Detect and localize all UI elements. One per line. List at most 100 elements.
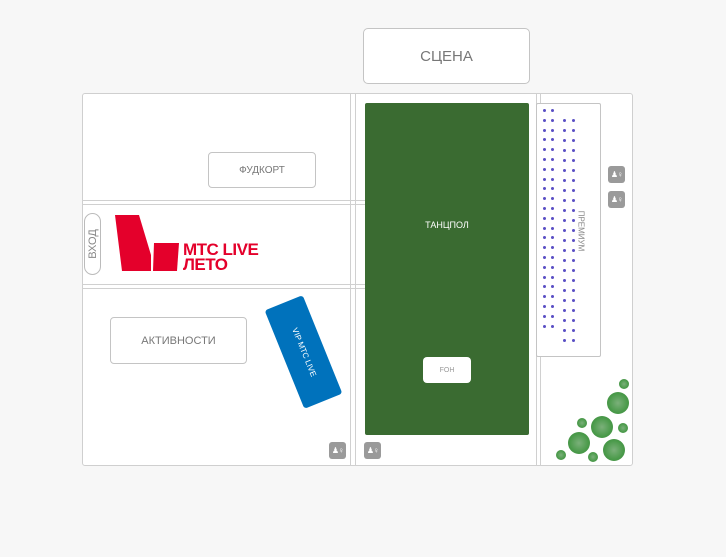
- seat[interactable]: [543, 197, 546, 201]
- seat[interactable]: [543, 295, 546, 299]
- seat[interactable]: [551, 216, 554, 220]
- seat[interactable]: [563, 269, 566, 272]
- seat[interactable]: [563, 259, 566, 262]
- seat[interactable]: [572, 159, 575, 162]
- seat[interactable]: [572, 209, 575, 212]
- seat[interactable]: [563, 159, 566, 162]
- seat[interactable]: [563, 129, 566, 132]
- seat[interactable]: [572, 239, 575, 242]
- seat[interactable]: [543, 226, 546, 230]
- seat[interactable]: [572, 259, 575, 262]
- seat[interactable]: [572, 289, 575, 292]
- seat[interactable]: [572, 139, 575, 142]
- seat[interactable]: [563, 339, 566, 342]
- seat[interactable]: [551, 118, 554, 122]
- seat[interactable]: [543, 265, 546, 269]
- toilet-icon[interactable]: ♟♀: [329, 442, 346, 459]
- seat[interactable]: [551, 128, 554, 132]
- seat[interactable]: [572, 119, 575, 122]
- foh-zone[interactable]: FOH: [423, 357, 471, 383]
- seat[interactable]: [563, 189, 566, 192]
- entry-zone[interactable]: ВХОД: [84, 213, 101, 275]
- seat[interactable]: [543, 158, 546, 161]
- seat[interactable]: [572, 229, 575, 232]
- seat[interactable]: [563, 219, 566, 222]
- seat[interactable]: [572, 309, 575, 312]
- seat[interactable]: [543, 148, 546, 152]
- seat[interactable]: [551, 187, 554, 191]
- seat[interactable]: [572, 199, 575, 202]
- seat[interactable]: [572, 149, 575, 152]
- seat[interactable]: [543, 305, 546, 308]
- seat[interactable]: [572, 169, 575, 172]
- seat[interactable]: [551, 177, 554, 181]
- seat[interactable]: [563, 209, 566, 212]
- seat[interactable]: [543, 118, 546, 122]
- seat[interactable]: [551, 207, 554, 210]
- premium-zone[interactable]: ПРЕМИУМ: [536, 103, 601, 357]
- seat[interactable]: [572, 329, 575, 332]
- seat[interactable]: [572, 339, 575, 342]
- seat[interactable]: [563, 249, 566, 252]
- toilet-icon[interactable]: ♟♀: [608, 191, 625, 208]
- seat[interactable]: [543, 167, 546, 171]
- seat[interactable]: [572, 219, 575, 222]
- seat[interactable]: [551, 109, 554, 112]
- seat[interactable]: [543, 207, 546, 210]
- seat[interactable]: [551, 167, 554, 171]
- seat[interactable]: [563, 299, 566, 302]
- seat[interactable]: [543, 246, 546, 250]
- seat[interactable]: [563, 139, 566, 142]
- seat[interactable]: [543, 314, 546, 318]
- seat[interactable]: [563, 329, 566, 332]
- seat[interactable]: [543, 275, 546, 279]
- seat[interactable]: [551, 256, 554, 259]
- seat[interactable]: [551, 275, 554, 279]
- seat[interactable]: [551, 226, 554, 230]
- seat[interactable]: [543, 216, 546, 220]
- seat[interactable]: [551, 285, 554, 289]
- toilet-icon[interactable]: ♟♀: [608, 166, 625, 183]
- dance-floor-zone[interactable]: ТАНЦПОЛ FOH: [365, 103, 529, 435]
- seat[interactable]: [572, 179, 575, 182]
- seat[interactable]: [551, 236, 554, 240]
- seat[interactable]: [572, 189, 575, 192]
- seat[interactable]: [543, 256, 546, 259]
- seat[interactable]: [563, 149, 566, 152]
- seat[interactable]: [572, 279, 575, 282]
- seat[interactable]: [551, 324, 554, 328]
- seat[interactable]: [543, 109, 546, 112]
- seat[interactable]: [563, 279, 566, 282]
- stage[interactable]: СЦЕНА: [363, 28, 530, 84]
- seat[interactable]: [563, 199, 566, 202]
- seat[interactable]: [563, 229, 566, 232]
- seat[interactable]: [572, 129, 575, 132]
- seat[interactable]: [551, 158, 554, 161]
- seat[interactable]: [543, 236, 546, 240]
- seat[interactable]: [563, 319, 566, 322]
- seat[interactable]: [543, 324, 546, 328]
- seat[interactable]: [563, 169, 566, 172]
- activities-zone[interactable]: АКТИВНОСТИ: [110, 317, 247, 364]
- seat[interactable]: [551, 295, 554, 299]
- seat[interactable]: [551, 148, 554, 152]
- seat[interactable]: [551, 246, 554, 250]
- seat[interactable]: [563, 239, 566, 242]
- seat[interactable]: [563, 289, 566, 292]
- seat[interactable]: [551, 197, 554, 201]
- seat[interactable]: [563, 179, 566, 182]
- seat[interactable]: [551, 305, 554, 308]
- seat[interactable]: [551, 265, 554, 269]
- seat[interactable]: [572, 319, 575, 322]
- seat[interactable]: [572, 249, 575, 252]
- seat[interactable]: [551, 138, 554, 142]
- toilet-icon[interactable]: ♟♀: [364, 442, 381, 459]
- food-court-zone[interactable]: ФУДКОРТ: [208, 152, 316, 188]
- seat[interactable]: [563, 119, 566, 122]
- seat[interactable]: [543, 138, 546, 142]
- seat[interactable]: [572, 269, 575, 272]
- seat[interactable]: [563, 309, 566, 312]
- seat[interactable]: [543, 187, 546, 191]
- seat[interactable]: [543, 128, 546, 132]
- seat[interactable]: [543, 177, 546, 181]
